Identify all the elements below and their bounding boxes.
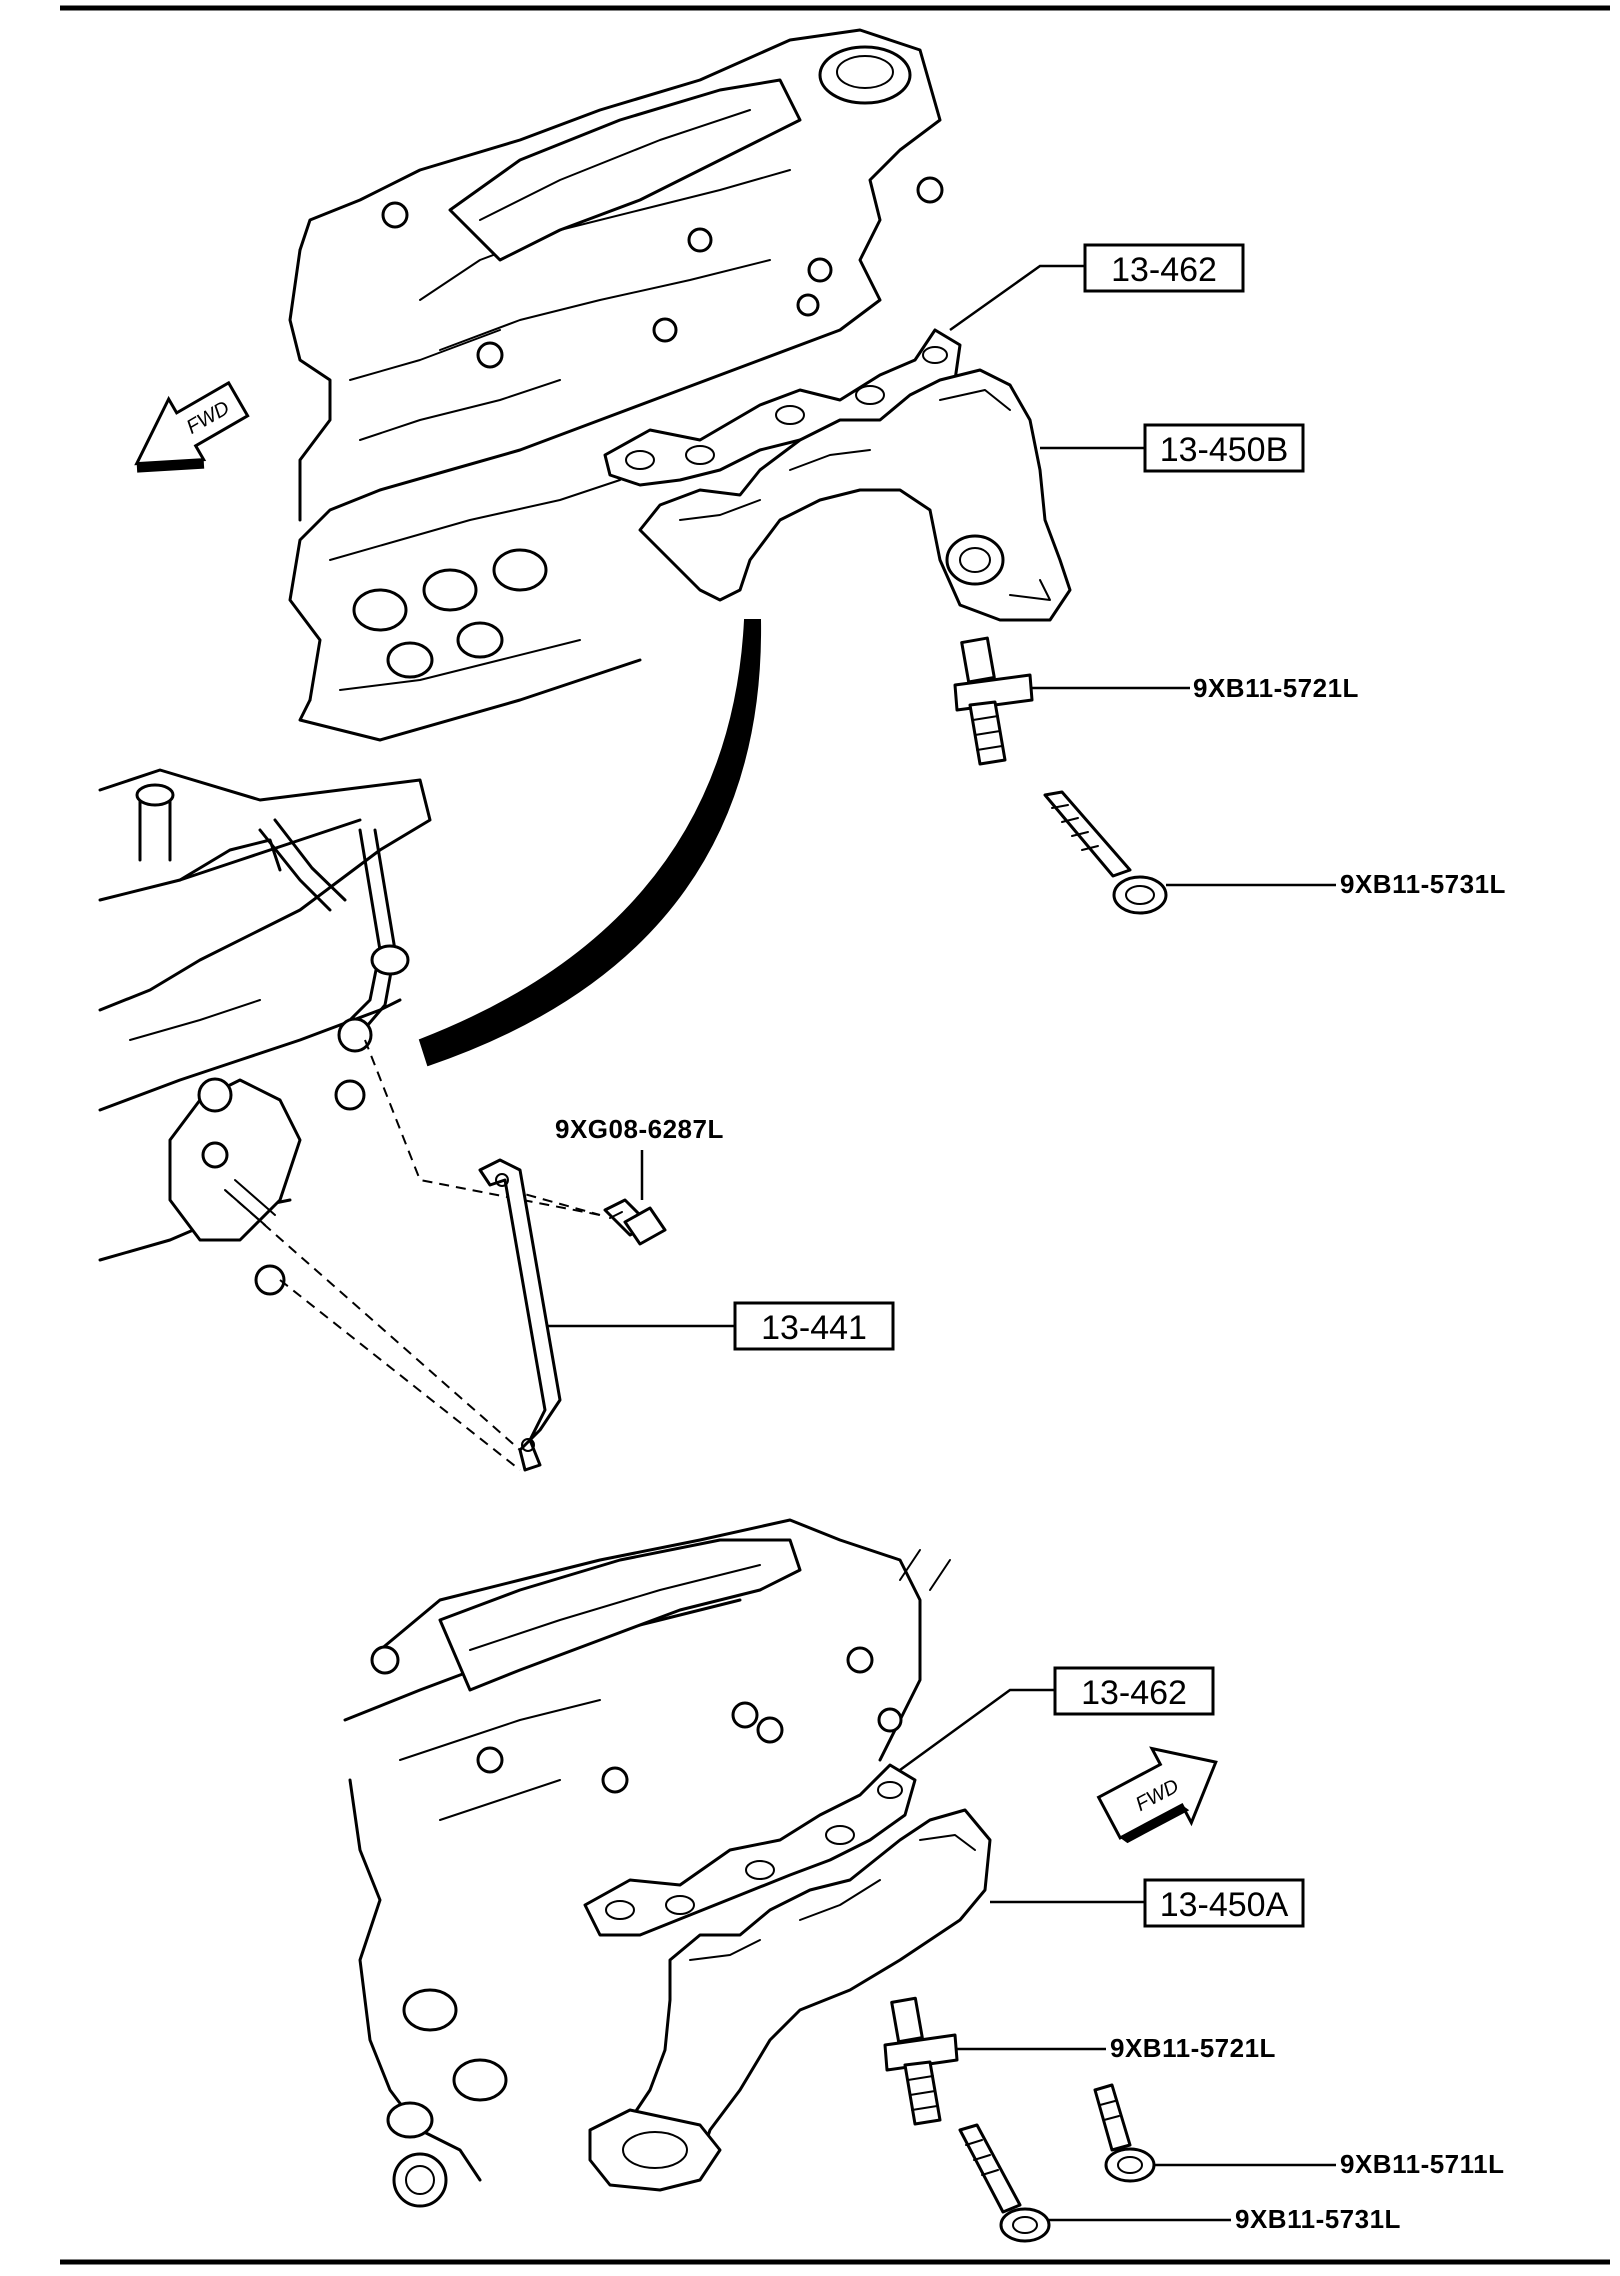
bracket-label: 13-441 [761,1309,867,1347]
lower-long-bolt [958,2123,1051,2243]
bracket [478,1158,562,1472]
detail-engine-view [98,768,432,1296]
upper-manifold-label: 13-450B [1160,431,1289,469]
lower-long-bolt-label: 9XB11-5731L [1235,2204,1401,2234]
lower-stud-label: 9XB11-5721L [1110,2033,1276,2063]
dash-line-1 [364,1039,601,1216]
detail-bolt-label: 9XG08-6287L [555,1114,724,1144]
upper-stud [953,636,1034,766]
dash-line-3 [279,1279,521,1471]
dash-line-2 [224,1189,521,1451]
label-upper-manifold: 13-450B [1143,423,1305,473]
upper-gasket-label: 13-462 [1111,251,1217,289]
upper-gasket [603,328,962,487]
label-lower-gasket: 13-462 [1053,1666,1215,1716]
lower-short-bolt [1093,2083,1156,2183]
lower-short-bolt-label: 9XB11-5711L [1340,2149,1505,2179]
detail-bolt [603,1198,667,1246]
lower-gasket-label: 13-462 [1081,1674,1187,1712]
upper-engine-block [288,28,944,742]
lower-stud [883,1996,959,2126]
leader-upper-gasket [949,264,1085,332]
label-upper-gasket: 13-462 [1083,243,1245,293]
label-bracket: 13-441 [733,1301,895,1351]
dash-line-4 [509,1189,601,1216]
lower-engine-block [343,1518,951,2208]
lower-manifold-label: 13-450A [1160,1886,1289,1924]
upper-stud-label: 9XB11-5721L [1193,673,1359,703]
detail-callout-arrow [418,619,762,1067]
upper-long-bolt [1043,790,1168,915]
lower-gasket [583,1763,917,1937]
label-lower-manifold: 13-450A [1143,1878,1305,1928]
fwd-arrow-icon: FWD [134,380,250,473]
upper-exhaust-manifold [638,368,1072,622]
leader-lower-gasket [899,1688,1055,1772]
lower-exhaust-manifold [588,1808,992,2192]
upper-long-bolt-label: 9XB11-5731L [1340,869,1506,899]
fwd-arrow-icon: FWD [1096,1746,1218,1844]
